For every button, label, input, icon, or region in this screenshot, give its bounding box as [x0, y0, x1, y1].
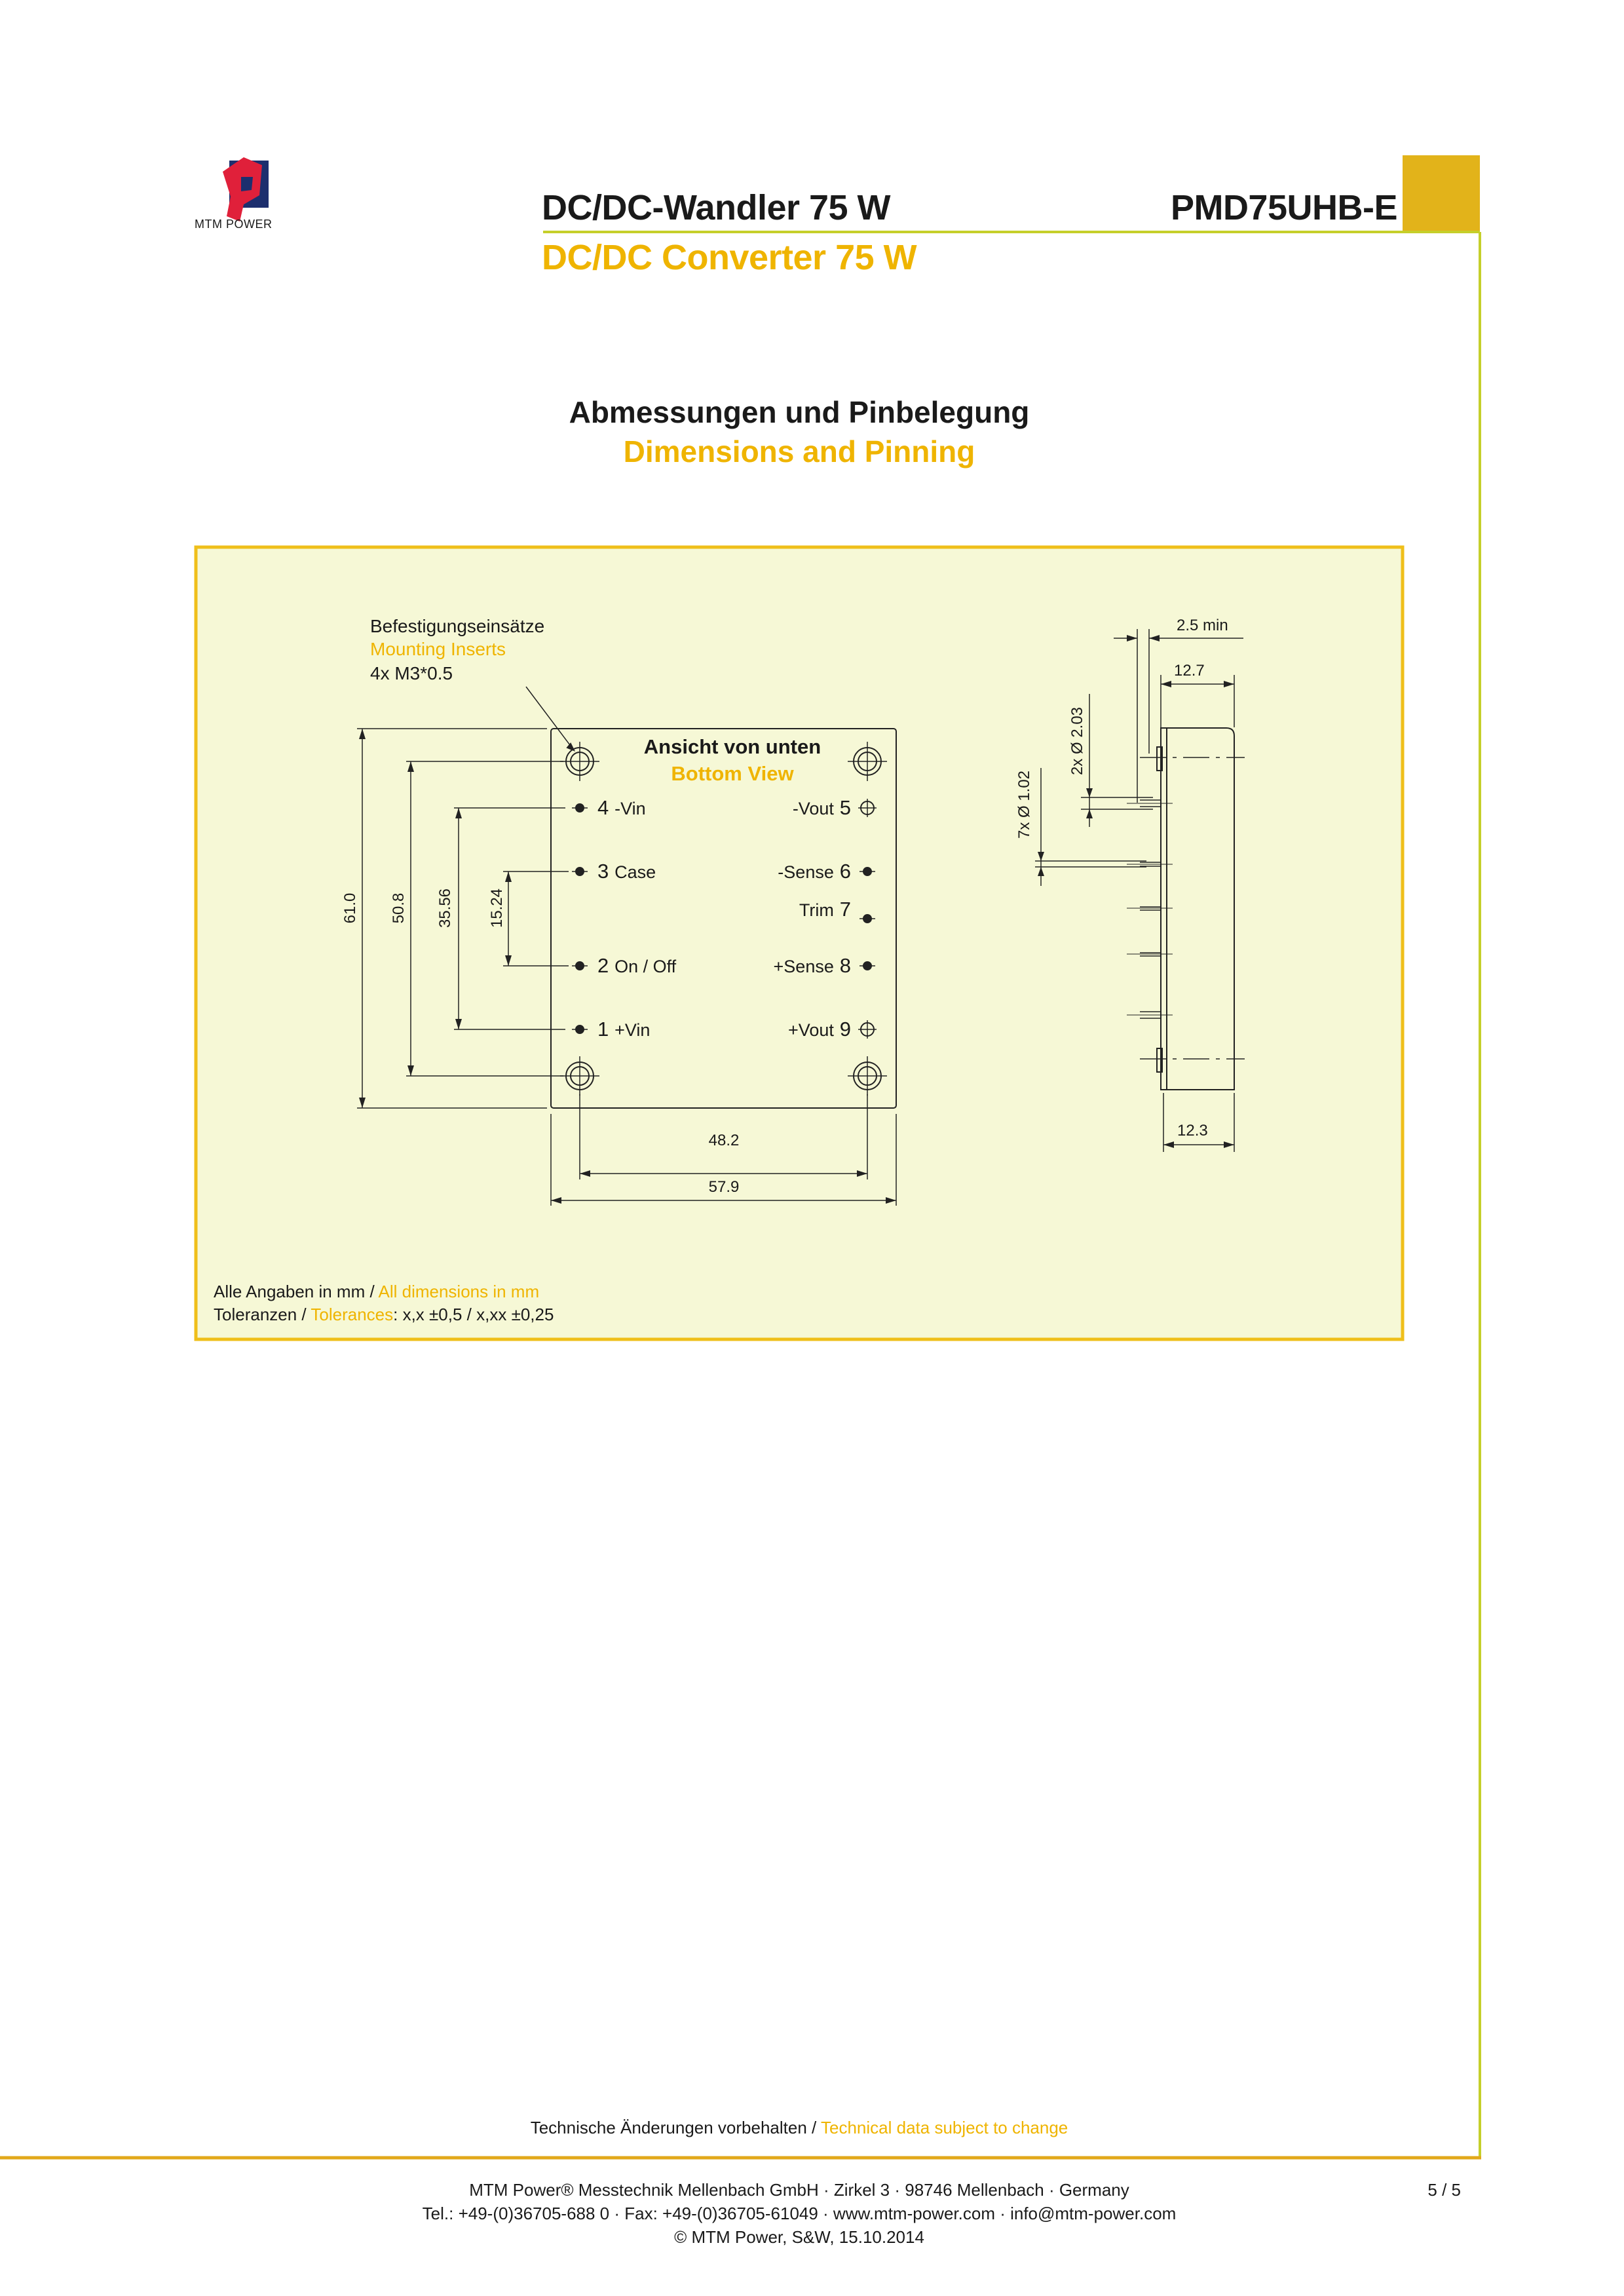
drawing-box: [194, 545, 1405, 1341]
pin-label-6: -Sense 6: [778, 860, 851, 883]
inserts-label-en: Mounting Inserts: [370, 639, 506, 659]
dim-depth-body: 12.3: [1177, 1122, 1208, 1139]
footer-company: MTM Power® Messtechnik Mellenbach GmbH ·…: [469, 2180, 1129, 2200]
pin-label-4: 4 -Vin: [597, 796, 646, 819]
view-title-de: Ansicht von unten: [643, 735, 821, 758]
inserts-label-de: Befestigungseinsätze: [370, 616, 545, 636]
dim-depth-total: 12.7: [1174, 662, 1205, 679]
dim-pin-pitch-outer: 35.56: [436, 888, 454, 928]
section-heading-en: Dimensions and Pinning: [623, 434, 975, 469]
side-view-drawing: [1035, 629, 1245, 1152]
dim-pin-dia-small: 7x Ø 1.02: [1015, 770, 1033, 839]
inserts-spec: 4x M3*0.5: [370, 663, 453, 683]
page-number: 5 / 5: [1427, 2180, 1461, 2200]
pin-label-5: -Vout 5: [792, 796, 851, 819]
dim-pin-pitch-inner: 15.24: [488, 888, 506, 928]
view-title-en: Bottom View: [671, 762, 794, 785]
dim-pin-dia-large: 2x Ø 2.03: [1068, 706, 1086, 776]
pin-label-3: 3 Case: [597, 860, 656, 883]
dim-hole-pitch-v: 50.8: [390, 892, 407, 924]
dim-hole-pitch-h: 48.2: [708, 1132, 740, 1149]
change-notice: Technische Änderungen vorbehalten / Tech…: [530, 2118, 1068, 2137]
dim-width: 57.9: [708, 1178, 740, 1196]
bottom-view-drawing: [357, 686, 897, 1206]
pin-label-9: +Vout 9: [788, 1018, 851, 1041]
note-units: Alle Angaben in mm / All dimensions in m…: [214, 1282, 540, 1301]
footer-copyright: © MTM Power, S&W, 15.10.2014: [674, 2227, 924, 2247]
title-en: DC/DC Converter 75 W: [542, 238, 917, 277]
pin-label-1: 1 +Vin: [597, 1018, 651, 1041]
footer-contact: Tel.: +49-(0)36705-688 0 · Fax: +49-(0)3…: [422, 2204, 1177, 2223]
title-de: DC/DC-Wandler 75 W: [542, 188, 891, 227]
note-tolerances: Toleranzen / Tolerances: x,x ±0,5 / x,xx…: [214, 1305, 554, 1324]
header-accent-block: [1403, 155, 1480, 232]
pin-label-7: Trim 7: [799, 898, 851, 921]
pin-label-8: +Sense 8: [773, 954, 851, 977]
model-number: PMD75UHB-E: [1170, 188, 1398, 227]
logo-text: MTM POWER: [195, 218, 273, 231]
pin-label-2: 2 On / Off: [597, 954, 677, 977]
mtm-power-logo: [223, 157, 269, 221]
dim-height: 61.0: [341, 892, 359, 924]
mounting-holes: [560, 742, 887, 1096]
dim-pin-min: 2.5 min: [1177, 617, 1228, 634]
section-heading-de: Abmessungen und Pinbelegung: [569, 395, 1030, 429]
